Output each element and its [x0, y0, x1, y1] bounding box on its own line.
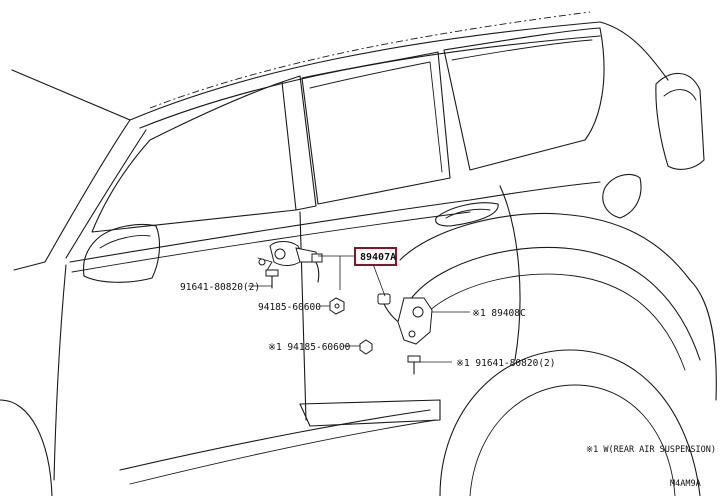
rear-fender — [399, 212, 691, 281]
front-door-front-edge — [53, 264, 67, 481]
belt-line — [69, 181, 601, 263]
door-handle — [435, 202, 499, 227]
roof-rail-inner — [139, 35, 601, 129]
height-sensor-rear — [377, 293, 433, 345]
nut-lower-label[interactable]: ※1 94185-60600 — [268, 342, 351, 353]
rear-pillar — [599, 21, 669, 81]
rear-window-inner — [309, 61, 443, 173]
roof-rack-dash — [149, 11, 591, 109]
bolt-right-label[interactable]: ※1 91641-80820(2) — [456, 358, 555, 369]
front-window — [91, 81, 297, 233]
side-step — [299, 399, 441, 427]
quarter-window-inner — [451, 39, 593, 61]
front-door-rear-edge — [299, 211, 307, 421]
side-mirror — [82, 223, 161, 283]
hood-line — [13, 261, 46, 271]
rear-wheel-arch — [409, 246, 701, 361]
roof-rail — [129, 21, 601, 121]
b-pillar — [281, 75, 317, 211]
belt-line-2 — [71, 211, 471, 273]
nut-upper-label[interactable]: 94185-60600 — [258, 302, 321, 313]
rocker-panel — [119, 409, 431, 471]
rear-lamp — [655, 72, 705, 170]
leader-bolt-left — [248, 282, 273, 287]
nut-lower — [359, 339, 373, 355]
rear-door-rear-edge — [499, 185, 521, 361]
rear-sensor-label[interactable]: ※1 89408C — [472, 308, 526, 319]
rear-tire — [439, 349, 701, 496]
rear-wheel-arch-inner — [419, 273, 686, 371]
bolt-right — [407, 355, 421, 375]
rear-lamp-inner — [663, 89, 697, 101]
rear-tire-inner — [469, 384, 676, 496]
footnote: ※1 W(REAR AIR SUSPENSION) — [586, 445, 716, 455]
bolt-left — [265, 269, 279, 289]
a-pillar-inner — [65, 129, 147, 259]
side-mirror-inner — [99, 235, 151, 249]
door-handle-inner — [445, 208, 491, 219]
bolt-left-label[interactable]: 91641-80820(2) — [180, 282, 260, 293]
rear-window — [301, 51, 451, 205]
roof-line — [11, 69, 131, 121]
nut-upper — [329, 297, 345, 315]
front-wheel — [0, 399, 53, 496]
main-part-label[interactable]: 89407A — [360, 252, 396, 263]
drawing-code: M4AM9A — [670, 479, 701, 489]
rear-bumper — [689, 279, 717, 401]
quarter-window — [443, 27, 605, 171]
a-pillar — [44, 119, 131, 263]
height-sensor-front — [257, 241, 323, 283]
main-part-box — [354, 247, 397, 266]
rocker-panel-2 — [129, 419, 437, 485]
fuel-lid — [602, 173, 642, 219]
